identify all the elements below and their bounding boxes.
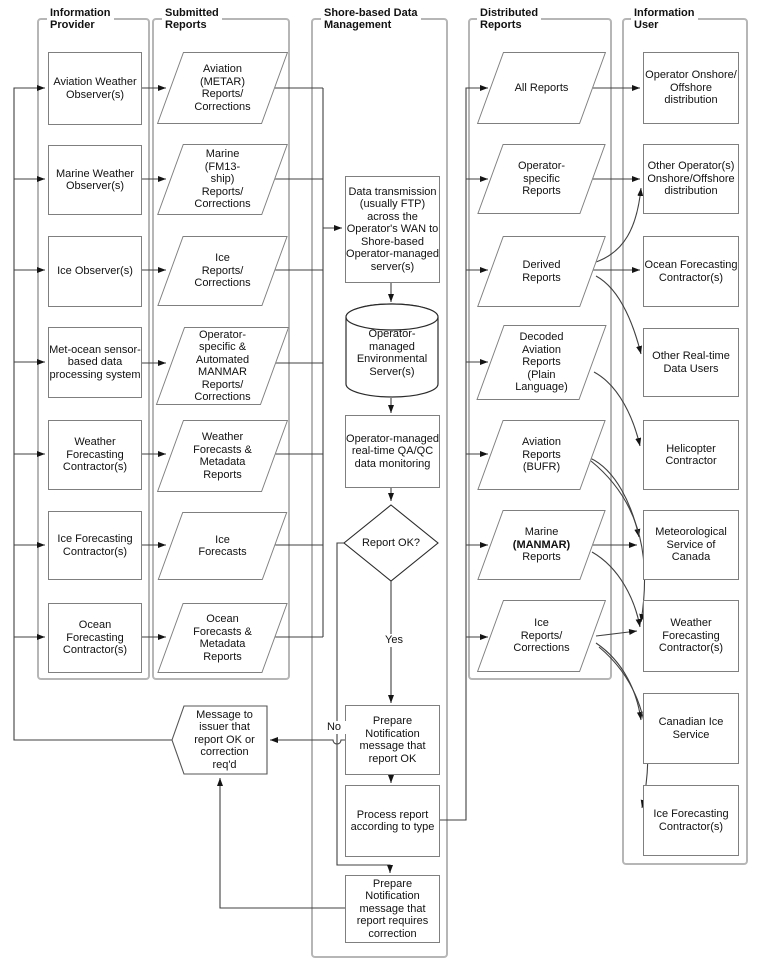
curve-bufr-to-wfc xyxy=(590,460,646,623)
node-message-to-issuer: Message to issuer that report OK or corr… xyxy=(194,708,255,771)
node-aviation-weather-observers: Aviation Weather Observer(s) xyxy=(48,52,142,125)
curve-ice-to-cis xyxy=(595,642,643,721)
node-ice-forecasting-contractors: Ice Forecasting Contractor(s) xyxy=(48,511,142,580)
node-manmar-reports-submitted: Operator- specific & Automated MANMAR Re… xyxy=(155,327,290,405)
node-ocean-forecasts-metadata: Ocean Forecasts & Metadata Reports xyxy=(157,603,288,673)
lines-reports-to-rail xyxy=(273,87,323,638)
node-user-ice-forecasting-contractors: Ice Forecasting Contractor(s) xyxy=(643,785,739,856)
node-aviation-metar-reports: Aviation (METAR) Reports/ Corrections xyxy=(156,52,289,124)
curve-derived-to-realtime xyxy=(595,275,642,355)
label-yes: Yes xyxy=(380,634,408,647)
node-ice-reports-corrections-distributed: Ice Reports/ Corrections xyxy=(476,600,607,672)
node-weather-forecasting-contractors: Weather Forecasting Contractor(s) xyxy=(48,420,142,490)
group-label-information-provider: Information Provider xyxy=(47,7,114,31)
node-helicopter-contractor: Helicopter Contractor xyxy=(643,420,739,490)
cylinder-environmental-server-icon xyxy=(345,303,439,398)
node-marine-weather-observers: Marine Weather Observer(s) xyxy=(48,145,142,215)
node-operator-onshore-offshore: Operator Onshore/ Offshore distribution xyxy=(643,52,739,124)
arrow-ice-to-wfc xyxy=(595,628,638,637)
curve-derived-to-other-operator xyxy=(595,187,644,263)
node-prepare-notification-correction: Prepare Notification message that report… xyxy=(345,875,440,943)
node-derived-reports: Derived Reports xyxy=(477,236,606,307)
arrow-correction-to-message xyxy=(217,778,345,909)
curve-decoded-to-helicopter xyxy=(593,371,642,447)
group-label-shore-based: Shore-based Data Management xyxy=(321,7,421,31)
group-label-submitted-reports: Submitted Reports xyxy=(162,7,222,31)
node-all-reports: All Reports xyxy=(476,52,607,124)
node-metocean-processing-system: Met-ocean sensor- based data processing … xyxy=(48,327,142,398)
node-ocean-forecasting-contractors: Ocean Forecasting Contractor(s) xyxy=(48,603,142,673)
manmar-line-1: Marine xyxy=(524,526,559,539)
group-label-distributed-reports: Distributed Reports xyxy=(477,7,542,31)
node-report-ok-decision: Report OK? xyxy=(361,536,421,549)
node-ice-forecasts: Ice Forecasts xyxy=(157,512,288,580)
node-process-report: Process report according to type xyxy=(345,785,440,857)
node-aviation-reports-bufr: Aviation Reports (BUFR) xyxy=(477,420,606,490)
curve-manmar-to-wfc xyxy=(591,551,642,628)
node-prepare-notification-ok: Prepare Notification message that report… xyxy=(345,705,440,775)
arrow-decision-no xyxy=(336,542,393,873)
node-operator-specific-reports: Operator- specific Reports xyxy=(477,144,606,214)
node-marine-manmar-reports: Marine (MANMAR) Reports xyxy=(477,510,606,580)
message-pentagon-icon xyxy=(171,705,268,775)
group-label-information-user: Information User xyxy=(631,7,698,31)
label-no: No xyxy=(322,721,346,734)
node-weather-forecasts-metadata: Weather Forecasts & Metadata Reports xyxy=(156,420,289,492)
node-user-ocean-forecasting-contractors: Ocean Forecasting Contractor(s) xyxy=(643,236,739,307)
node-data-transmission: Data transmission (usually FTP) across t… xyxy=(345,176,440,283)
node-decoded-aviation-reports: Decoded Aviation Reports (Plain Language… xyxy=(476,325,607,400)
node-ice-observers: Ice Observer(s) xyxy=(48,236,142,307)
node-marine-fm13-reports: Marine (FM13- ship) Reports/ Corrections xyxy=(157,144,288,215)
arrow-feedback-to-provider-1 xyxy=(13,85,172,741)
node-environmental-server: Operator- managed Environmental Server(s… xyxy=(356,328,428,378)
node-canadian-ice-service: Canadian Ice Service xyxy=(643,693,739,764)
manmar-line-3: Reports xyxy=(522,551,561,564)
node-other-realtime-data-users: Other Real-time Data Users xyxy=(643,328,739,397)
node-user-weather-forecasting-contractors: Weather Forecasting Contractor(s) xyxy=(643,600,739,672)
node-meteorological-service-canada: Meteorological Service of Canada xyxy=(643,510,739,580)
node-other-operators-distribution: Other Operator(s) Onshore/Offshore distr… xyxy=(643,144,739,214)
node-ice-reports-corrections-submitted: Ice Reports/ Corrections xyxy=(157,236,288,306)
decision-diamond-icon xyxy=(343,504,439,582)
arrow-prepareok-to-message xyxy=(270,737,345,745)
manmar-line-2: (MANMAR) xyxy=(512,538,571,551)
node-qaqc-monitoring: Operator-managed real-time QA/QC data mo… xyxy=(345,415,440,488)
